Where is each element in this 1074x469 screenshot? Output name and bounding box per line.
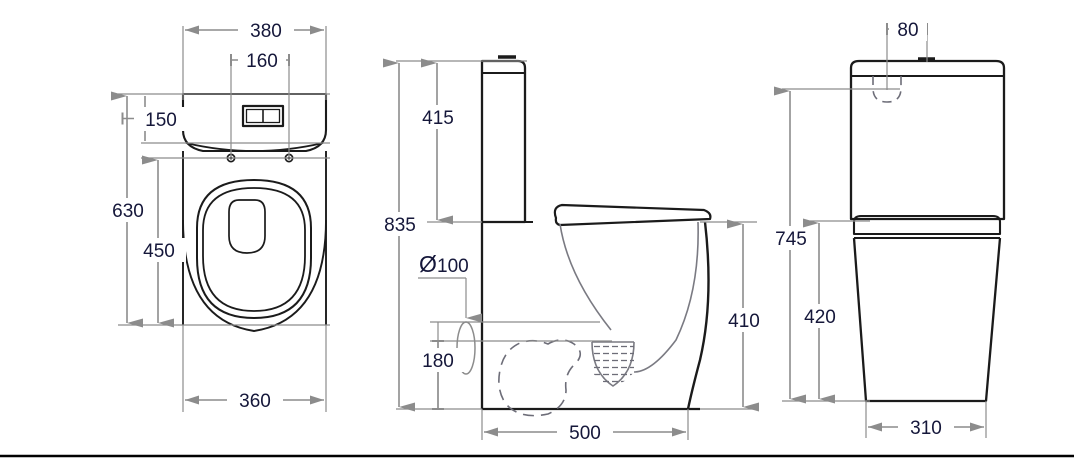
front-elevation-view: 380 160 150 [101, 18, 330, 412]
front-seat-outer [196, 179, 312, 319]
dim-label-415: 415 [422, 108, 454, 129]
front-seat-inner [202, 187, 306, 312]
dim-label-380: 380 [250, 21, 282, 42]
dim-front-seat-height-450: 450 [132, 155, 186, 328]
water-hatch [592, 342, 634, 385]
dim-label-80: 80 [897, 20, 918, 41]
dim-label-835: 835 [384, 215, 416, 236]
front-bowl-aperture [228, 199, 266, 254]
inlet-hidden-outline [872, 76, 902, 103]
side-bowl-outer-contour [686, 221, 710, 410]
front-cistern-lip [185, 142, 324, 152]
dim-rear-pan-height-420: 420 [793, 218, 847, 404]
dim-label-150: 150 [145, 110, 177, 131]
diameter-symbol-icon: Ø [419, 251, 437, 277]
dim-label-180: 180 [422, 351, 454, 372]
rear-elevation-view: 80 745 420 310 [764, 17, 1006, 439]
dim-label-500: 500 [569, 423, 601, 444]
dim-side-cistern-height-415: 415 [411, 58, 465, 225]
dim-side-outlet-height-180: 180 [411, 340, 465, 410]
dim-side-bowl-height-410: 410 [717, 219, 771, 412]
dim-rear-inlet-offset-80: 80 [886, 17, 928, 41]
dim-front-button-spacing-160: 160 [230, 48, 290, 72]
dual-flush-button[interactable] [241, 104, 285, 128]
dim-front-pan-width-360: 360 [185, 388, 324, 412]
rear-cistern-outline [849, 59, 1006, 221]
dim-front-cistern-height-150: 150 [121, 96, 188, 141]
dim-side-depth-500: 500 [484, 420, 686, 444]
dim-side-outlet-diameter-100: Ø 100 [419, 251, 469, 277]
rear-pan-body [852, 237, 1002, 403]
dim-label-745: 745 [775, 229, 807, 250]
dim-front-width-380: 380 [185, 18, 324, 42]
front-cistern-outline [181, 92, 328, 153]
dim-label-100: 100 [437, 256, 469, 277]
side-bowl-inner-left [559, 223, 612, 331]
dim-label-360: 360 [239, 391, 271, 412]
dim-label-450: 450 [143, 241, 175, 262]
side-bowl-inner-right [633, 221, 699, 373]
dim-rear-total-height-745: 745 [764, 86, 818, 404]
dim-label-420: 420 [804, 307, 836, 328]
trapway-hidden-outline [498, 339, 582, 417]
dim-rear-pan-width-310: 310 [868, 415, 984, 439]
side-cistern-outline [480, 59, 527, 224]
dim-side-total-height-835: 835 [373, 58, 427, 412]
front-pan-skirt [182, 219, 327, 332]
dim-label-310: 310 [910, 418, 942, 439]
dim-label-410: 410 [728, 311, 760, 332]
rear-pan-top-band [852, 214, 1002, 236]
side-seat-profile [553, 203, 712, 227]
dim-label-160: 160 [246, 51, 278, 72]
dim-label-630: 630 [112, 201, 144, 222]
side-elevation-view: 835 415 Ø 100 180 [373, 55, 771, 444]
